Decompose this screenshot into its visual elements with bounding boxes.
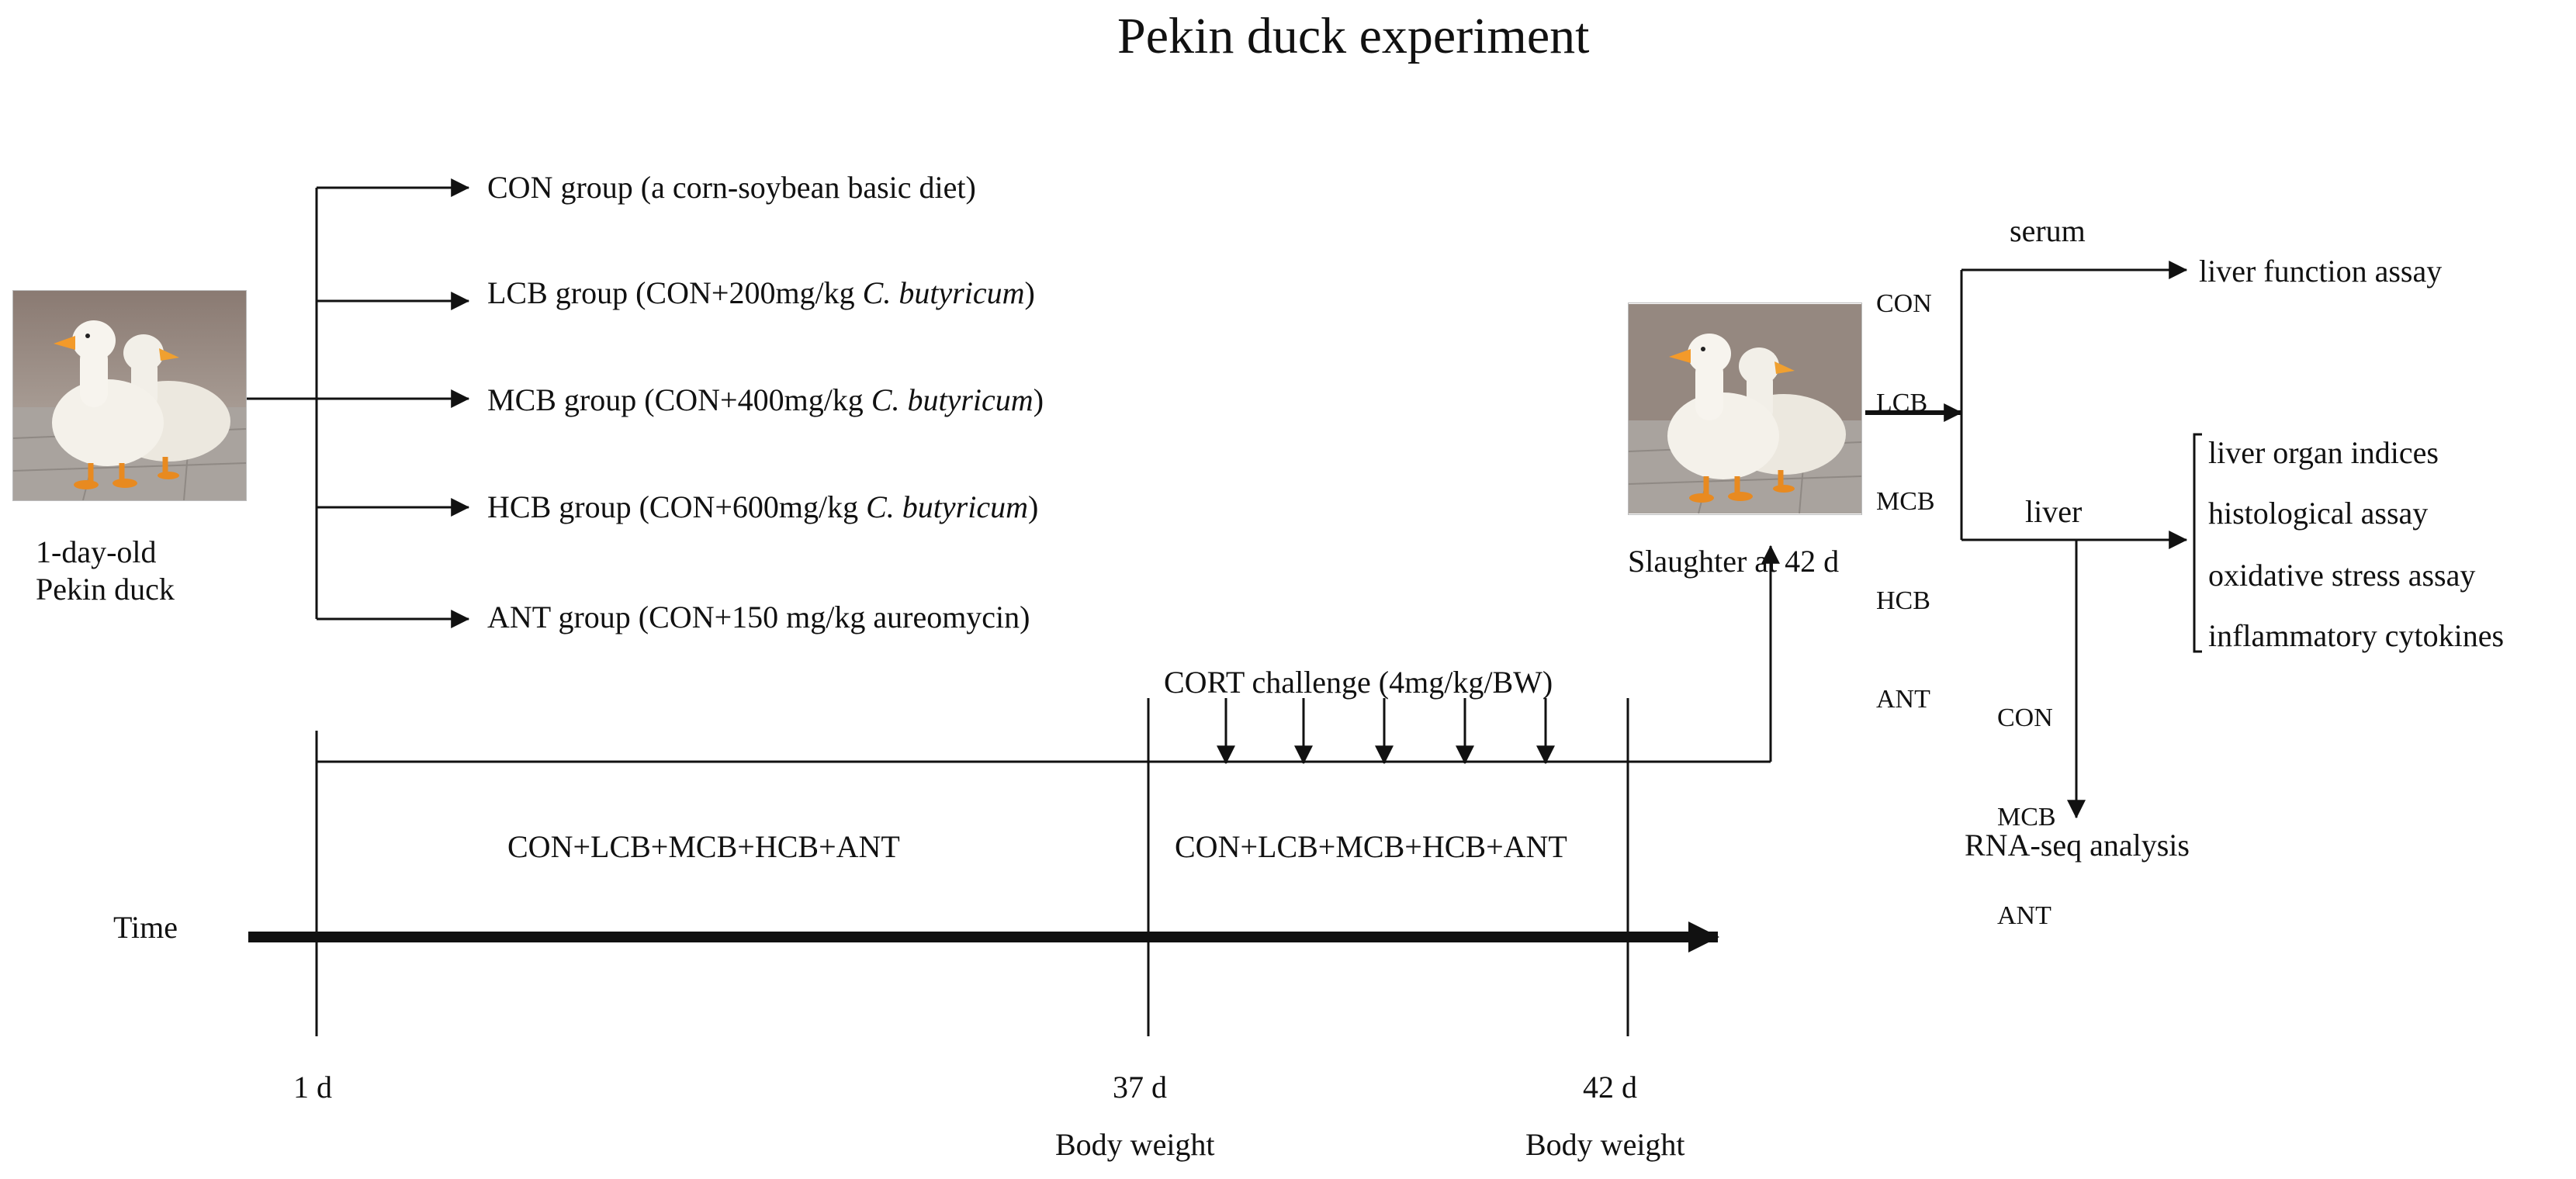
slaughter-group: LCB: [1876, 388, 1928, 417]
phase1-label: CON+LCB+MCB+HCB+ANT: [507, 829, 900, 864]
start-label-line2: Pekin duck: [36, 572, 175, 607]
liver-function-assay: liver function assay: [2199, 254, 2443, 289]
slaughter-group: ANT: [1876, 685, 1930, 714]
group-label-hcb: HCB group (CON+600mg/kg C. butyricum): [487, 489, 1039, 524]
group-label-ant: ANT group (CON+150 mg/kg aureomycin): [487, 600, 1030, 634]
rna-group: ANT: [1997, 901, 2051, 930]
liver-assays-bracket: [2193, 433, 2202, 653]
start-duck-photo: [12, 290, 247, 501]
diagram-title: Pekin duck experiment: [1117, 8, 1590, 64]
slaughter-group: MCB: [1876, 487, 1935, 516]
group-label-mcb: MCB group (CON+400mg/kg C. butyricum): [487, 382, 1044, 417]
cort-challenge-label: CORT challenge (4mg/kg/BW): [1164, 665, 1553, 700]
rna-seq-label: RNA-seq analysis: [1965, 828, 2190, 863]
slaughter-groups: CON LCB MCB HCB ANT: [1876, 222, 1935, 783]
liver-assay: inflammatory cytokines: [2208, 618, 2505, 653]
day-label-1: 1 d: [293, 1070, 332, 1105]
duck-icon: [13, 291, 246, 500]
serum-label: serum: [2010, 213, 2086, 248]
duck-icon: [1629, 304, 1861, 514]
start-label-line1: 1-day-old: [36, 534, 157, 569]
day-label-37: 37 d: [1113, 1070, 1167, 1105]
time-label: Time: [113, 910, 178, 945]
rna-group: MCB: [1997, 802, 2056, 832]
phase2-label: CON+LCB+MCB+HCB+ANT: [1175, 829, 1567, 864]
body-weight-label-37: Body weight: [1055, 1127, 1215, 1162]
group-label-lcb: LCB group (CON+200mg/kg C. butyricum): [487, 275, 1035, 310]
rna-group: CON: [1997, 704, 2053, 732]
liver-assay: oxidative stress assay: [2208, 558, 2476, 593]
group-label-con: CON group (a corn-soybean basic diet): [487, 170, 976, 205]
liver-label: liver: [2025, 494, 2083, 529]
slaughter-duck-photo: [1628, 303, 1862, 515]
slaughter-group: HCB: [1876, 586, 1930, 615]
rna-groups: CON MCB ANT: [1997, 636, 2056, 999]
liver-assay: histological assay: [2208, 496, 2429, 531]
liver-assay: liver organ indices: [2208, 435, 2439, 470]
slaughter-group: CON: [1876, 289, 1932, 318]
body-weight-label-42: Body weight: [1525, 1127, 1685, 1162]
slaughter-label: Slaughter at 42 d: [1628, 544, 1840, 579]
day-label-42: 42 d: [1583, 1070, 1637, 1105]
